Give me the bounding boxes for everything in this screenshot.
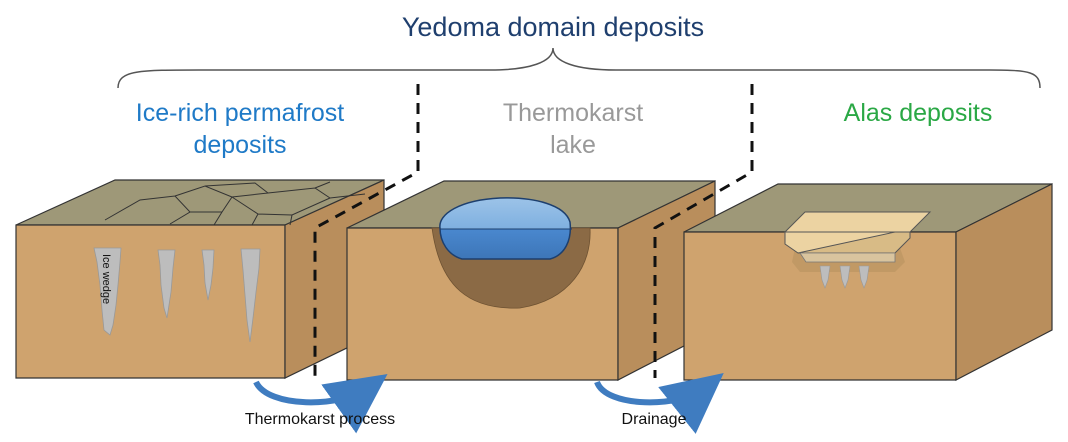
ice-wedge-polygon-network (104, 181, 366, 226)
panel-label-permafrost-line2: deposits (193, 131, 286, 159)
diagram-title: Yedoma domain deposits (402, 12, 704, 42)
lake-water (439, 197, 572, 260)
separator-dashed-line-2 (653, 84, 754, 378)
panel-label-alas: Alas deposits (844, 99, 993, 127)
residual-ice-wedge (858, 265, 870, 289)
residual-ice-wedge (839, 265, 851, 289)
alas-deposit-top (783, 211, 932, 233)
drainage-label: Drainage (622, 411, 687, 428)
ice-wedge (157, 249, 176, 319)
thermokarst-lake-block (346, 180, 716, 381)
panel-label-permafrost-line1: Ice-rich permafrost (136, 99, 344, 127)
ice-wedge-label: Ice wedge (100, 254, 112, 304)
grouping-brace (117, 47, 1041, 89)
panel-label-lake-line1: Thermokarst (503, 99, 643, 127)
thermokarst-process-label: Thermokarst process (245, 411, 395, 428)
alas-block (683, 183, 1053, 381)
ice-wedge (240, 248, 261, 343)
thermokarst-process-arrow (253, 374, 388, 434)
ice-wedge (93, 247, 122, 336)
residual-ice-wedge (819, 265, 831, 289)
block3-side (955, 183, 1053, 381)
panel-label-lake-line2: lake (550, 131, 596, 159)
block1-front (15, 224, 286, 379)
permafrost-block: Ice wedge (15, 179, 385, 379)
ice-wedge (201, 249, 215, 301)
drainage-arrow (594, 373, 724, 434)
separator-dashed-line-1 (313, 84, 420, 378)
alas-deposit-base (799, 252, 896, 263)
